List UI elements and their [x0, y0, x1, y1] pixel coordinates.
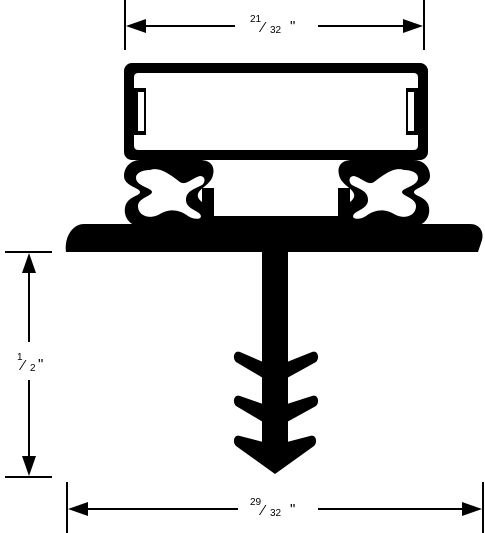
bottom-arrowhead-right	[462, 502, 482, 516]
fold-connecting-web	[210, 216, 342, 226]
left-dimension-numerator: 1	[17, 352, 23, 363]
dart-barb-middle	[233, 395, 319, 422]
left-fold-stem	[202, 188, 214, 224]
left-flex-fold	[124, 160, 214, 226]
left-dimension-unit: "	[38, 356, 43, 373]
dart-barb-upper	[233, 351, 319, 378]
top-arrowhead-right	[403, 19, 423, 33]
left-dimension-slash: ⁄	[18, 357, 27, 374]
bottom-dimension-denominator: 32	[270, 508, 282, 519]
left-arrowhead-top	[22, 253, 36, 273]
top-dimension-numerator: 21	[250, 14, 262, 25]
top-arrowhead-left	[126, 19, 146, 33]
bottom-dimension-unit: "	[290, 501, 295, 518]
bottom-dimension: 29 ⁄ 32 "	[66, 482, 484, 533]
bottom-arrowhead-left	[68, 502, 88, 516]
top-dimension-slash: ⁄	[258, 19, 267, 36]
top-dimension-denominator: 32	[270, 25, 282, 36]
right-flex-fold	[338, 160, 430, 226]
bottom-dimension-slash: ⁄	[258, 502, 267, 519]
right-fold-inner	[349, 169, 418, 219]
hollow-bulb	[124, 63, 428, 160]
bulb-inner-right-notch-cut	[408, 92, 414, 131]
left-fold-inner	[136, 169, 205, 219]
bulb-inner-left-notch-cut	[138, 92, 144, 131]
bulb-inner	[134, 73, 418, 150]
dart-stem	[233, 250, 319, 474]
left-arrowhead-bottom	[22, 456, 36, 476]
base-flange	[65, 224, 483, 252]
top-dimension: 21 ⁄ 32 "	[124, 0, 425, 50]
left-dimension-denominator: 2	[30, 363, 36, 374]
dart-barb-lower	[233, 435, 317, 474]
dart-shaft	[262, 250, 288, 462]
top-dimension-unit: "	[290, 18, 295, 35]
bottom-dimension-numerator: 29	[250, 497, 262, 508]
left-dimension: 1 ⁄ 2 "	[5, 251, 52, 478]
right-fold-stem	[338, 188, 350, 224]
